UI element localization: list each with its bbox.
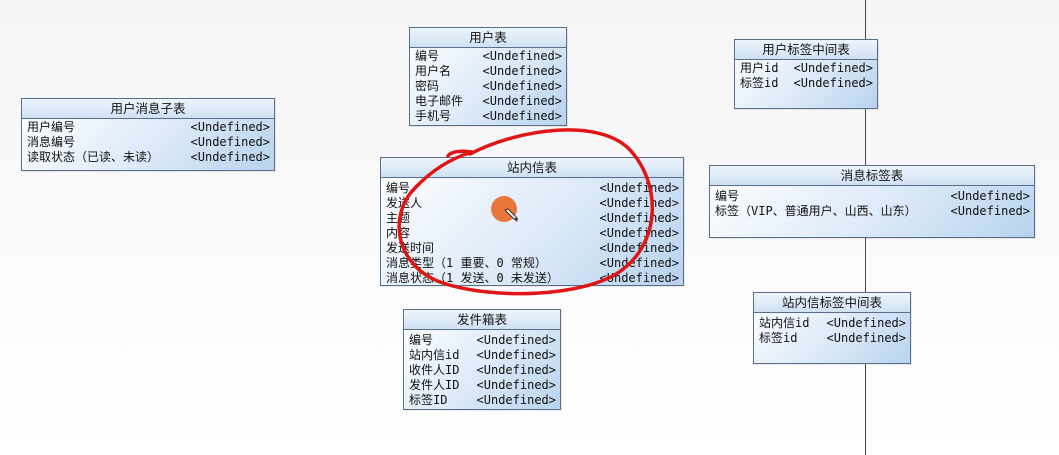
attribute-row[interactable]: 消息类型（1 重要、0 常规） <Undefined> [386,256,679,271]
attribute-row[interactable]: 电子邮件 <Undefined> [415,94,562,109]
attribute-row[interactable]: 标签id <Undefined> [740,76,873,91]
attribute-name: 主题 [386,211,411,225]
attribute-row[interactable]: 标签ID <Undefined> [409,393,556,408]
attribute-name: 内容 [386,226,411,240]
attribute-row[interactable]: 用户编号 <Undefined> [27,120,270,135]
attribute-row[interactable]: 站内信id <Undefined> [759,316,906,331]
attribute-type: <Undefined> [826,331,906,345]
attribute-name: 用户编号 [27,120,76,134]
attribute-name: 消息编号 [27,135,76,149]
attribute-name: 站内信id [759,316,810,330]
attribute-name: 标签（VIP、普通用户、山西、山东） [715,204,917,218]
entity-user[interactable]: 用户表 编号 <Undefined> 用户名 <Undefined> 密码 <Unde… [409,27,567,126]
entity-title: 消息标签表 [710,166,1034,186]
attribute-type: <Undefined> [190,135,270,149]
attribute-name: 用户名 [415,64,452,78]
attribute-type: <Undefined> [476,333,556,347]
attribute-row[interactable]: 发送人 <Undefined> [386,196,679,211]
attribute-row[interactable]: 手机号 <Undefined> [415,109,562,124]
attribute-name: 编号 [409,333,434,347]
attribute-row[interactable]: 编号 <Undefined> [415,49,562,64]
attribute-row[interactable]: 标签（VIP、普通用户、山西、山东） <Undefined> [715,204,1030,219]
entity-title: 用户标签中间表 [735,40,877,60]
attribute-type: <Undefined> [482,49,562,63]
attribute-row[interactable]: 编号 <Undefined> [715,189,1030,204]
attribute-type: <Undefined> [476,378,556,392]
attribute-type: <Undefined> [599,181,679,195]
attribute-name: 电子邮件 [415,94,464,108]
attribute-type: <Undefined> [476,393,556,407]
attribute-type: <Undefined> [482,94,562,108]
attribute-type: <Undefined> [599,256,679,270]
attribute-name: 用户id [740,61,779,75]
attribute-row[interactable]: 消息状态（1 发送、0 未发送） <Undefined> [386,271,679,286]
entity-user-tag-middle[interactable]: 用户标签中间表 用户id <Undefined> 标签id <Undefined> [734,39,878,109]
attribute-row[interactable]: 密码 <Undefined> [415,79,562,94]
attribute-name: 标签ID [409,393,448,407]
entity-outbox[interactable]: 发件箱表 编号 <Undefined> 站内信id <Undefined> 收件人I… [403,309,561,410]
attribute-type: <Undefined> [599,226,679,240]
attribute-name: 手机号 [415,109,452,123]
attribute-name: 消息类型（1 重要、0 常规） [386,256,547,270]
attribute-type: <Undefined> [793,76,873,90]
entity-title: 用户表 [410,28,566,48]
attribute-name: 密码 [415,79,440,93]
attribute-row[interactable]: 主题 <Undefined> [386,211,679,226]
attribute-row[interactable]: 编号 <Undefined> [386,181,679,196]
attribute-name: 编号 [386,181,411,195]
attribute-name: 标签id [740,76,779,90]
attribute-row[interactable]: 标签id <Undefined> [759,331,906,346]
attribute-row[interactable]: 内容 <Undefined> [386,226,679,241]
attribute-row[interactable]: 编号 <Undefined> [409,333,556,348]
attribute-type: <Undefined> [950,204,1030,218]
attribute-type: <Undefined> [599,241,679,255]
attribute-name: 消息状态（1 发送、0 未发送） [386,271,559,285]
attribute-name: 标签id [759,331,798,345]
attribute-row[interactable]: 消息编号 <Undefined> [27,135,270,150]
attribute-type: <Undefined> [476,348,556,362]
attribute-row[interactable]: 收件人ID <Undefined> [409,363,556,378]
entity-title: 站内信标签中间表 [754,293,910,313]
attribute-type: <Undefined> [476,363,556,377]
attribute-name: 编号 [715,189,740,203]
attribute-type: <Undefined> [793,61,873,75]
attribute-row[interactable]: 读取状态（已读、未读） <Undefined> [27,150,270,165]
attribute-name: 编号 [415,49,440,63]
attribute-name: 收件人ID [409,363,460,377]
entity-title: 发件箱表 [404,310,560,330]
attribute-name: 发送人 [386,196,423,210]
attribute-row[interactable]: 用户名 <Undefined> [415,64,562,79]
entity-site-message[interactable]: 站内信表 编号 <Undefined> 发送人 <Undefined> 主题 <Und… [380,157,684,286]
attribute-name: 站内信id [409,348,460,362]
attribute-type: <Undefined> [599,271,679,285]
entity-title: 用户消息子表 [22,99,274,119]
attribute-row[interactable]: 站内信id <Undefined> [409,348,556,363]
attribute-type: <Undefined> [826,316,906,330]
attribute-type: <Undefined> [599,196,679,210]
attribute-type: <Undefined> [190,120,270,134]
entity-site-message-tag-middle[interactable]: 站内信标签中间表 站内信id <Undefined> 标签id <Undefined… [753,292,911,364]
attribute-name: 发件人ID [409,378,460,392]
entity-title: 站内信表 [381,158,683,178]
attribute-type: <Undefined> [482,79,562,93]
attribute-type: <Undefined> [599,211,679,225]
attribute-row[interactable]: 用户id <Undefined> [740,61,873,76]
attribute-row[interactable]: 发件人ID <Undefined> [409,378,556,393]
attribute-name: 发送时间 [386,241,435,255]
entity-message-tag[interactable]: 消息标签表 编号 <Undefined> 标签（VIP、普通用户、山西、山东） <U… [709,165,1035,238]
attribute-type: <Undefined> [482,109,562,123]
attribute-type: <Undefined> [950,189,1030,203]
attribute-type: <Undefined> [190,150,270,164]
entity-user-message-child[interactable]: 用户消息子表 用户编号 <Undefined> 消息编号 <Undefined> 读… [21,98,275,171]
attribute-row[interactable]: 发送时间 <Undefined> [386,241,679,256]
attribute-name: 读取状态（已读、未读） [27,150,160,164]
attribute-type: <Undefined> [482,64,562,78]
